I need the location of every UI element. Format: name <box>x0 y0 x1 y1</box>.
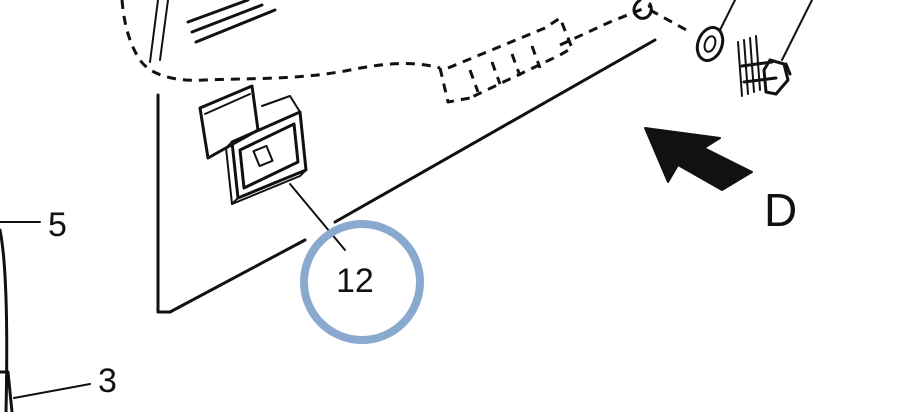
latch-recess <box>198 84 260 160</box>
highlight-ring <box>300 220 424 344</box>
callout-part-5: 5 <box>48 206 67 244</box>
callout-part-12: 12 <box>336 262 374 300</box>
view-label: D <box>764 184 797 236</box>
panel <box>156 38 657 314</box>
view-arrow-d <box>644 127 753 191</box>
washer <box>695 26 725 62</box>
vent-slots <box>149 0 653 63</box>
housing-dashed-outline <box>120 0 691 104</box>
bolt <box>737 35 792 97</box>
leader-line-washer <box>719 0 736 31</box>
left-assembly <box>0 221 91 412</box>
leader-line-bolt <box>781 0 813 61</box>
latch-assembly <box>225 95 308 205</box>
leader-line-part-12 <box>289 183 346 251</box>
callout-part-3: 3 <box>98 362 117 400</box>
